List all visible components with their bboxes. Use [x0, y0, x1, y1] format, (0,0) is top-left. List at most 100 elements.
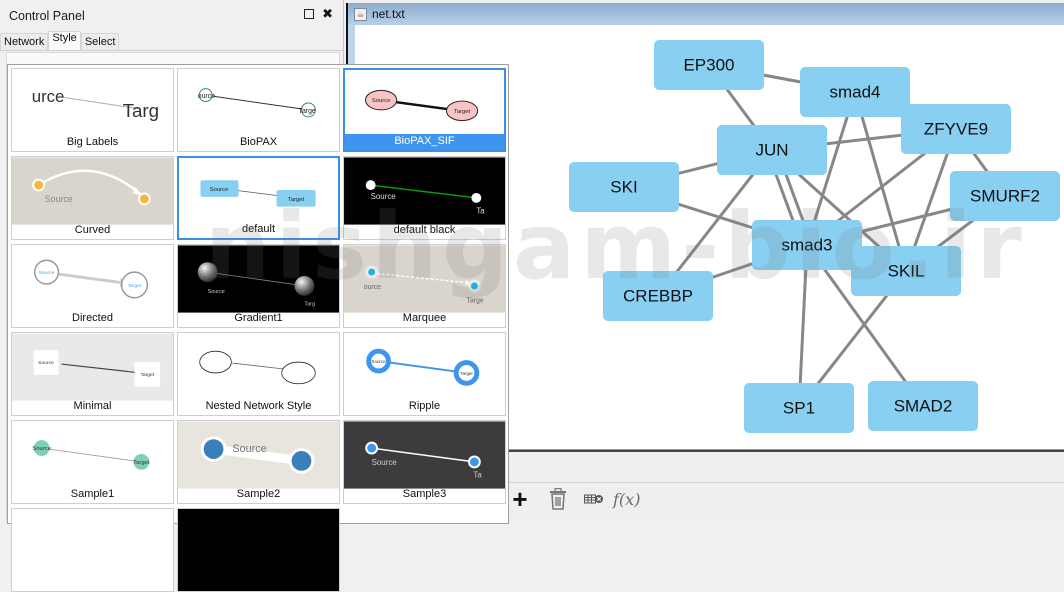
style-preview: urce Targ: [32, 87, 159, 121]
style-option-nested-network-style[interactable]: Nested Network Style: [177, 332, 340, 416]
control-panel-title: Control Panel: [9, 9, 85, 23]
node-JUN[interactable]: JUN: [717, 125, 827, 175]
style-option-default[interactable]: Source Target default: [177, 156, 340, 240]
table-panel: + f(x): [508, 452, 1064, 517]
svg-text:Source: Source: [45, 194, 73, 204]
svg-text:ource: ource: [198, 93, 215, 100]
style-option-label: Directed: [72, 312, 113, 324]
function-icon[interactable]: f(x): [613, 489, 641, 509]
node-box[interactable]: [901, 104, 1011, 154]
node-SKI[interactable]: SKI: [569, 162, 679, 212]
node-box[interactable]: [950, 171, 1060, 221]
style-option-biopax-sif[interactable]: Source Target BioPAX_SIF: [343, 68, 506, 152]
svg-text:urce: urce: [32, 87, 65, 106]
node-box[interactable]: [717, 125, 827, 175]
node-smad4[interactable]: smad4: [800, 67, 910, 117]
node-box[interactable]: [800, 67, 910, 117]
node-box[interactable]: [868, 381, 978, 431]
style-option-label: Ripple: [408, 400, 441, 412]
style-option-marquee[interactable]: ource Targe Marquee: [343, 244, 506, 328]
network-window-title: net.txt: [372, 7, 405, 21]
style-preview: Source Target: [32, 440, 150, 470]
svg-text:Ta: Ta: [476, 207, 485, 216]
style-preview: [199, 350, 316, 385]
style-option-minimal[interactable]: Source Target Minimal: [11, 332, 174, 416]
trash-icon[interactable]: [546, 488, 570, 510]
style-option-sample3[interactable]: Source Ta Sample3: [343, 420, 506, 504]
node-ZFYVE9[interactable]: ZFYVE9: [901, 104, 1011, 154]
node-SKIL[interactable]: SKIL: [851, 246, 961, 296]
style-preview: Source: [178, 421, 339, 489]
node-box[interactable]: [603, 271, 713, 321]
svg-text:Target: Target: [128, 283, 142, 289]
svg-text:Source: Source: [38, 360, 54, 366]
edge-smad4-SKIL[interactable]: [853, 91, 908, 272]
close-icon[interactable]: ✖: [322, 6, 333, 21]
network-window-title-bar[interactable]: ☕ net.txt: [348, 3, 1064, 25]
node-SMAD2[interactable]: SMAD2: [868, 381, 978, 431]
style-option-partial[interactable]: [11, 508, 174, 592]
svg-text:Targ: Targ: [123, 100, 159, 121]
style-option-biopax[interactable]: ource Targe BioPAX: [177, 68, 340, 152]
style-option-label: Curved: [74, 224, 111, 236]
node-box[interactable]: [654, 40, 764, 90]
style-option-label: Gradient1: [234, 312, 283, 324]
tab-style[interactable]: Style: [48, 31, 81, 50]
add-icon[interactable]: +: [512, 484, 528, 514]
node-box[interactable]: [752, 220, 862, 270]
node-label: smad3: [781, 236, 832, 255]
control-panel-header: Control Panel ✖: [0, 0, 343, 32]
node-box[interactable]: [569, 162, 679, 212]
svg-text:Target: Target: [454, 109, 471, 115]
style-option-sample2[interactable]: Source Sample2: [177, 420, 340, 504]
style-option-ripple[interactable]: Source Target Ripple: [343, 332, 506, 416]
control-panel-tabs: Network Style Select: [0, 31, 343, 51]
svg-text:Source: Source: [232, 443, 266, 455]
edge-smad3-SP1[interactable]: [797, 244, 809, 409]
svg-text:Ta: Ta: [473, 471, 482, 480]
style-preview: Source Targ: [178, 245, 339, 313]
panel-divider[interactable]: [508, 449, 1064, 452]
tab-select[interactable]: Select: [80, 33, 120, 50]
edge-smad4-smad3[interactable]: [805, 91, 857, 246]
node-EP300[interactable]: EP300: [654, 40, 764, 90]
svg-text:Source: Source: [371, 192, 397, 201]
style-option-label: Sample3: [402, 488, 447, 500]
svg-text:ource: ource: [364, 284, 381, 291]
node-SMURF2[interactable]: SMURF2: [950, 171, 1060, 221]
svg-text:Target: Target: [133, 460, 150, 466]
node-label: SKIL: [888, 262, 925, 281]
style-preview: Source Ta: [344, 421, 505, 489]
style-option-gradient1[interactable]: Source Targ Gradient1: [177, 244, 340, 328]
style-preview: Source Ta: [344, 157, 505, 225]
restore-window-icon[interactable]: [304, 9, 315, 19]
node-SP1[interactable]: SP1: [744, 383, 854, 433]
svg-text:Source: Source: [208, 289, 225, 295]
node-CREBBP[interactable]: CREBBP: [603, 271, 713, 321]
svg-text:Target: Target: [140, 372, 154, 378]
svg-text:Source: Source: [210, 187, 229, 193]
java-app-icon: ☕: [354, 7, 367, 21]
style-option-label: default black: [393, 224, 456, 236]
node-label: SP1: [783, 399, 815, 418]
svg-text:Source: Source: [372, 359, 387, 364]
style-option-label: Sample2: [236, 488, 281, 500]
style-option-label: Nested Network Style: [205, 400, 312, 412]
style-option-default-black[interactable]: Source Ta default black: [343, 156, 506, 240]
tab-network[interactable]: Network: [0, 33, 49, 50]
style-option-big-labels[interactable]: urce Targ Big Labels: [11, 68, 174, 152]
style-preview: Source Target: [200, 180, 316, 207]
style-option-sample1[interactable]: Source Target Sample1: [11, 420, 174, 504]
style-option-partial-dark[interactable]: [177, 508, 340, 592]
node-label: SMAD2: [894, 397, 953, 416]
style-option-directed[interactable]: Source Target Directed: [11, 244, 174, 328]
style-preview: Source Target: [12, 333, 173, 401]
style-option-curved[interactable]: Source Curved: [11, 156, 174, 240]
node-smad3[interactable]: smad3: [752, 220, 862, 270]
node-box[interactable]: [851, 246, 961, 296]
delete-table-icon[interactable]: [583, 488, 605, 510]
node-box[interactable]: [744, 383, 854, 433]
style-option-label: Sample1: [70, 488, 115, 500]
svg-text:Targe: Targe: [466, 298, 483, 305]
